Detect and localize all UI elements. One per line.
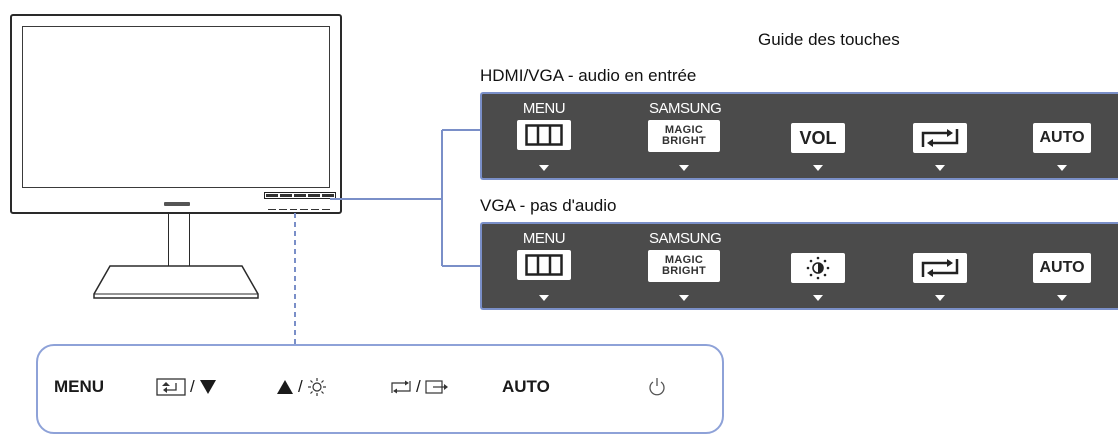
brightness-icon (791, 253, 845, 283)
down-arrow-icon (539, 295, 549, 301)
monitor-stand-base (93, 265, 259, 299)
magic-text: MAGIC (664, 254, 704, 266)
samsung-logo (164, 202, 190, 206)
separator: / (298, 377, 303, 396)
key-brightness (783, 224, 853, 308)
menu-grid-icon (517, 250, 571, 280)
magic-bright-key: MAGIC BRIGHT (648, 120, 720, 152)
magic-bright-key: MAGIC BRIGHT (648, 250, 720, 282)
down-arrow-icon (679, 295, 689, 301)
separator: / (416, 377, 421, 396)
vol-key: VOL (791, 123, 845, 153)
key-menu-label: MENU (522, 230, 566, 247)
bright-text: BRIGHT (662, 135, 706, 147)
down-arrow-icon (1057, 295, 1067, 301)
key-menu-label: MENU (522, 100, 566, 117)
physical-button-bar: MENU / / / (36, 344, 724, 434)
magic-text: MAGIC (664, 124, 704, 136)
samsung-label: SAMSUNG (649, 230, 722, 247)
auto-key: AUTO (1033, 253, 1091, 283)
bright-text: BRIGHT (662, 265, 706, 277)
key-magic-bright: SAMSUNG MAGIC BRIGHT (648, 224, 722, 308)
up-triangle-icon (277, 380, 293, 394)
key-source (905, 94, 975, 178)
down-triangle-icon (199, 380, 216, 394)
down-arrow-icon (935, 295, 945, 301)
key-magic-bright: SAMSUNG MAGIC BRIGHT (648, 94, 722, 178)
key-menu: MENU (509, 94, 579, 178)
up-brightness-button[interactable]: / (276, 376, 327, 398)
source-icon (391, 380, 411, 394)
key-menu: MENU (509, 224, 579, 308)
key-guide-title: Guide des touches (758, 30, 900, 49)
source-switch-icon (913, 253, 967, 283)
section-label-vga: VGA - pas d'audio (480, 196, 617, 215)
down-arrow-icon (813, 165, 823, 171)
samsung-label: SAMSUNG (649, 100, 722, 117)
enter-icon (156, 378, 186, 396)
input-icon (425, 380, 448, 394)
auto-button[interactable]: AUTO (502, 377, 550, 396)
key-source (905, 224, 975, 308)
separator: / (190, 377, 195, 396)
down-arrow-icon (539, 165, 549, 171)
down-arrow-icon (935, 165, 945, 171)
menu-button[interactable]: MENU (54, 377, 105, 396)
key-auto: AUTO (1027, 224, 1097, 308)
monitor-physical-buttons (268, 204, 330, 210)
power-button[interactable] (648, 376, 666, 398)
key-guide-panel-hdmi-vga: MENU SAMSUNG MAGIC BRIGHT VOL AUTO (480, 92, 1118, 180)
brightness-icon (307, 378, 326, 396)
menu-grid-icon (517, 120, 571, 150)
monitor-screen (22, 26, 330, 188)
key-vol: VOL (783, 94, 853, 178)
auto-key: AUTO (1033, 123, 1091, 153)
enter-down-button[interactable]: / (156, 376, 217, 398)
down-arrow-icon (813, 295, 823, 301)
source-input-button[interactable]: / (390, 376, 449, 398)
auto-text: AUTO (1039, 129, 1085, 146)
key-guide-panel-vga: MENU SAMSUNG MAGIC BRIGHT (480, 222, 1118, 310)
down-arrow-icon (1057, 165, 1067, 171)
monitor-illustration (10, 14, 342, 214)
monitor-key-guide-thumbnail (264, 192, 336, 199)
power-icon (649, 378, 665, 396)
auto-text: AUTO (1039, 259, 1085, 276)
section-label-hdmi-vga: HDMI/VGA - audio en entrée (480, 66, 697, 85)
down-arrow-icon (679, 165, 689, 171)
source-switch-icon (913, 123, 967, 153)
key-auto: AUTO (1027, 94, 1097, 178)
vol-text: VOL (799, 128, 837, 148)
